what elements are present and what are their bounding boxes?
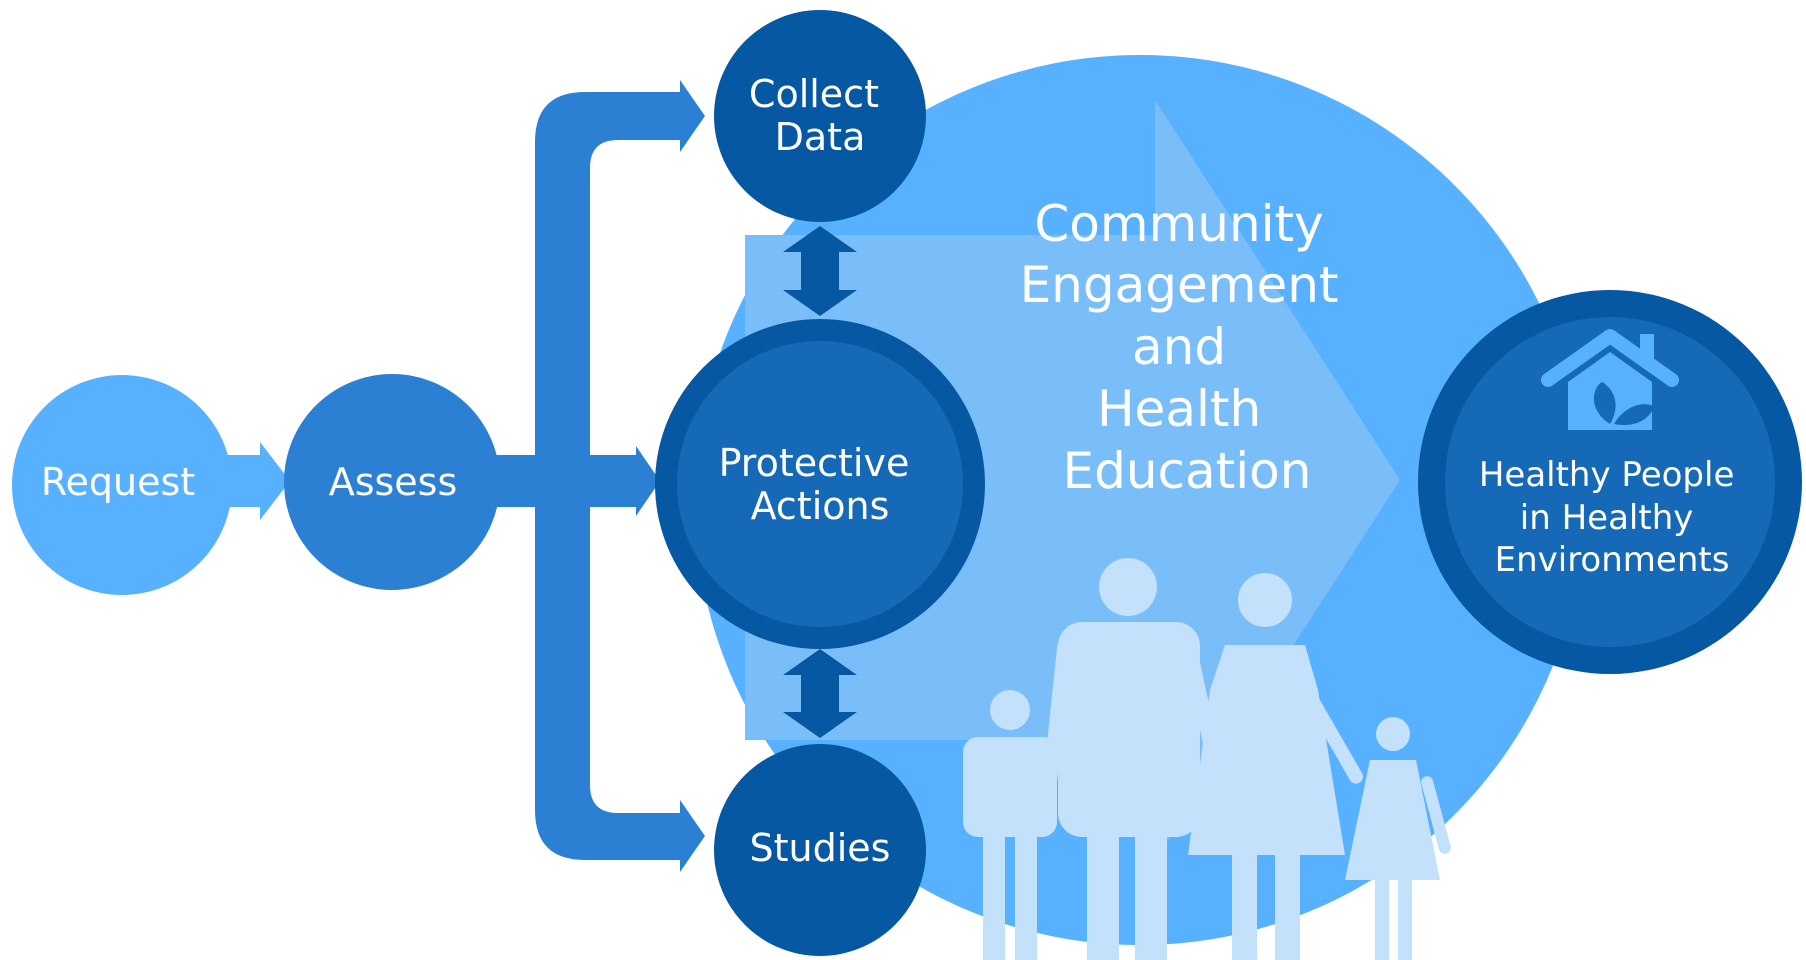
community-text: Community Engagement and Health Educatio… — [1020, 195, 1355, 500]
collect-data-label: Collect — [749, 72, 879, 116]
goal-label: Environments — [1495, 540, 1730, 580]
svg-text:Request: Request — [41, 460, 195, 504]
double-arrow-upper — [783, 226, 857, 316]
assess-node: Assess — [284, 374, 500, 590]
svg-text:Healthy People in Health: Healthy People in Healthy Environments — [1479, 455, 1745, 580]
studies-label: Studies — [750, 826, 891, 870]
collect-data-label: Data — [775, 115, 866, 159]
goal-label: in Healthy — [1520, 498, 1694, 538]
assess-label: Assess — [329, 460, 458, 504]
svg-text:Studies: Studies — [750, 826, 891, 870]
community-text-line: Engagement — [1020, 256, 1339, 314]
home-leaf-icon — [1541, 329, 1679, 430]
protective-actions-node: Protective Actions — [655, 319, 985, 649]
community-text-line: and — [1132, 318, 1226, 376]
svg-text:Assess: Assess — [329, 460, 458, 504]
community-text-line: Community — [1034, 195, 1323, 253]
community-text-line: Education — [1063, 442, 1312, 500]
goal-label: Healthy People — [1479, 455, 1735, 495]
double-arrow-lower — [783, 649, 857, 738]
goal-node: Healthy People in Healthy Environments — [1418, 290, 1802, 674]
protective-actions-label: Protective — [719, 441, 910, 485]
svg-text:Protective Actions: Protective Actions — [719, 441, 922, 528]
request-label: Request — [41, 460, 195, 504]
community-text-line: Health — [1097, 380, 1261, 438]
protective-actions-label: Actions — [751, 484, 890, 528]
family-silhouette-icon — [963, 558, 1451, 960]
svg-text:Collect Data: Collect Data — [749, 72, 891, 159]
studies-node: Studies — [714, 744, 926, 956]
request-node: Request — [12, 375, 232, 595]
collect-data-node: Collect Data — [714, 10, 926, 222]
